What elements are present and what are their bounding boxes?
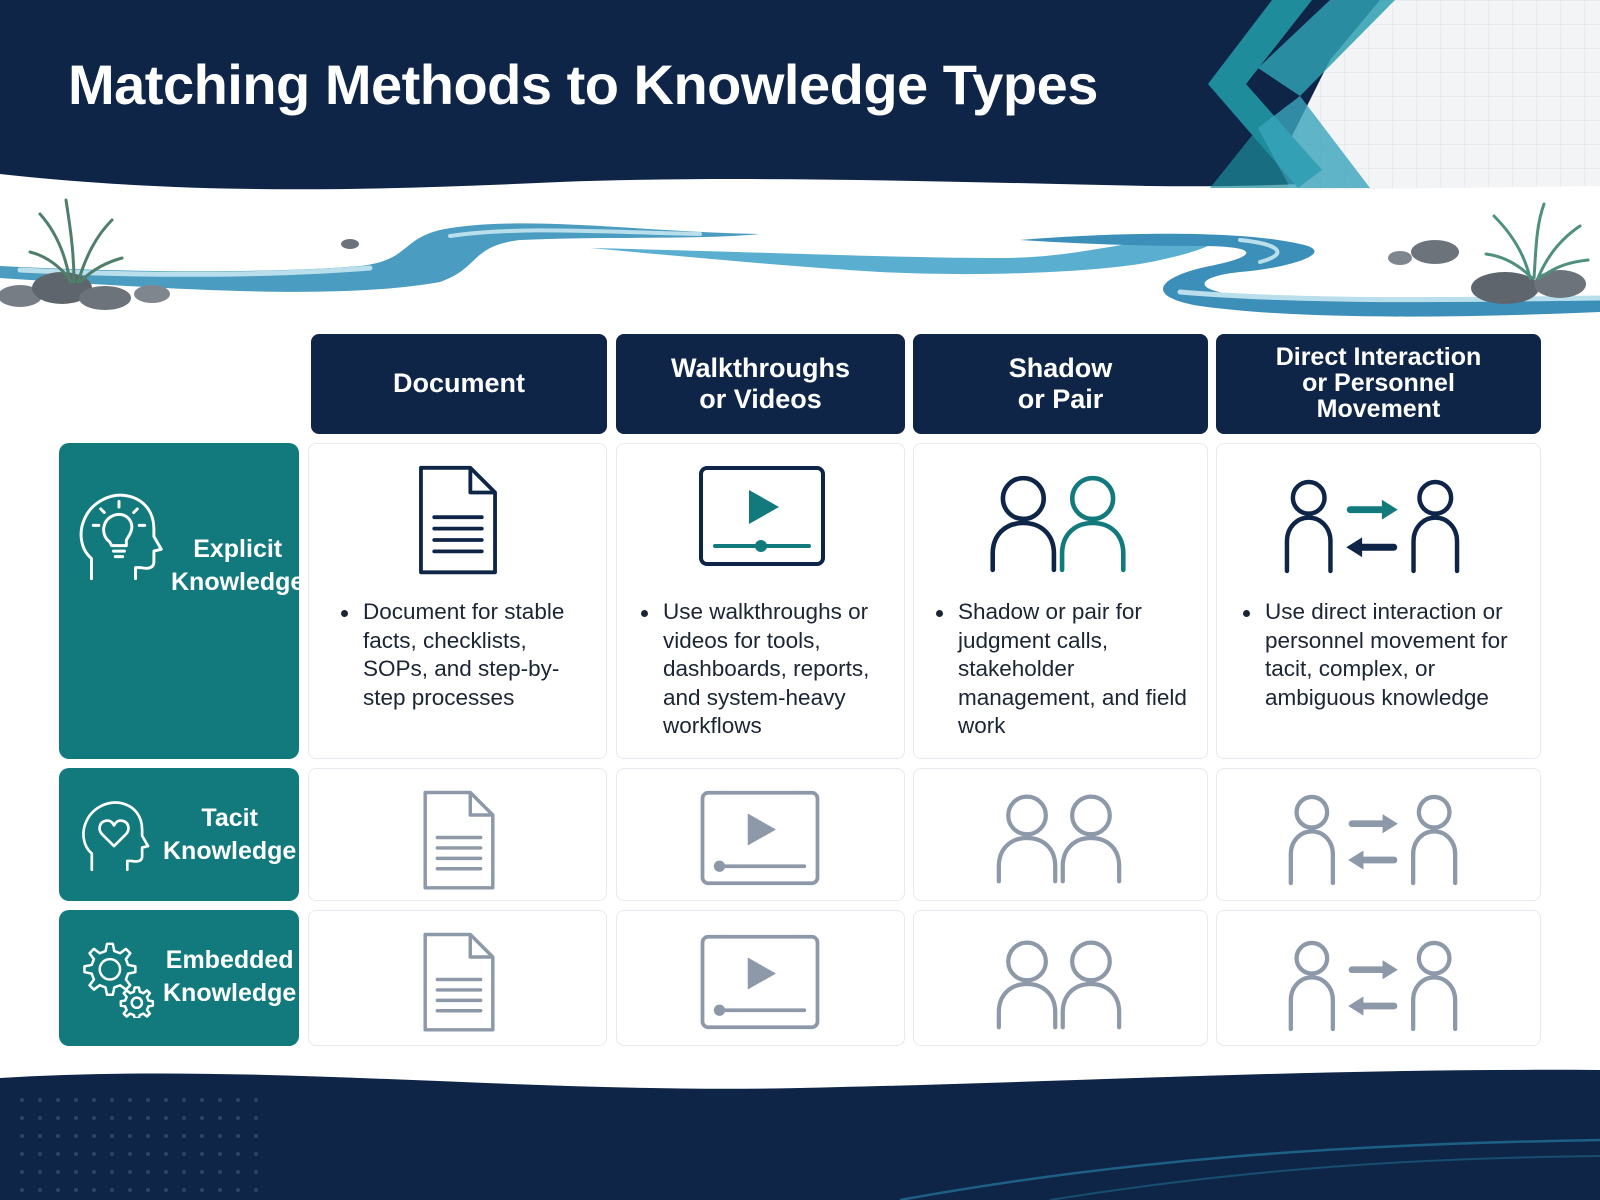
cell-tacit-document	[308, 768, 607, 901]
cell-explicit-direct: Use direct interaction or personnel move…	[1216, 443, 1541, 759]
row-header-explicit-knowledge: Explicit Knowledge	[59, 443, 304, 759]
bullet-shadow: Shadow or pair for judgment calls, stake…	[936, 598, 1198, 741]
page-title: Matching Methods to Knowledge Types	[68, 53, 1098, 116]
column-header-shadow-pair: Shadow or Pair	[913, 334, 1208, 434]
video-player-icon	[700, 934, 820, 1030]
bullet-document: Document for stable facts, checklists, S…	[341, 598, 591, 712]
grass-left	[28, 198, 124, 284]
cell-tacit-shadow	[913, 768, 1208, 901]
people-exchange-icon	[1288, 940, 1458, 1032]
head-lightbulb-icon	[79, 493, 163, 581]
bullet-list-direct: Use direct interaction or personnel move…	[1243, 598, 1533, 712]
document-icon	[419, 465, 497, 575]
gears-icon	[83, 942, 155, 1018]
cell-embedded-walkthroughs	[616, 910, 905, 1046]
grass-right	[1484, 202, 1590, 280]
row-header-tacit-knowledge: Tacit Knowledge	[59, 768, 299, 901]
column-header-document: Document	[311, 334, 607, 434]
two-people-icon	[990, 475, 1126, 573]
cell-explicit-shadow: Shadow or pair for judgment calls, stake…	[913, 443, 1208, 759]
bullet-list-walkthroughs: Use walkthroughs or videos for tools, da…	[641, 598, 896, 741]
bullet-list-shadow: Shadow or pair for judgment calls, stake…	[936, 598, 1198, 741]
rocks-right	[1388, 240, 1586, 304]
row-label-embedded: Embedded Knowledge	[163, 946, 297, 1008]
row-label-explicit: Explicit Knowledge	[171, 535, 305, 597]
header-banner	[0, 0, 1600, 190]
bullet-walkthroughs: Use walkthroughs or videos for tools, da…	[641, 598, 896, 741]
row-label-tacit: Tacit Knowledge	[163, 804, 297, 866]
document-icon	[423, 790, 495, 890]
two-people-icon	[996, 940, 1122, 1030]
column-header-direct-interaction: Direct Interaction or Personnel Movement	[1216, 334, 1541, 434]
document-icon	[423, 932, 495, 1032]
cell-explicit-document: Document for stable facts, checklists, S…	[308, 443, 607, 759]
cell-embedded-shadow	[913, 910, 1208, 1046]
cell-embedded-direct	[1216, 910, 1541, 1046]
river-decoration	[0, 198, 1600, 317]
footer-wave	[0, 1069, 1600, 1200]
cell-tacit-walkthroughs	[616, 768, 905, 901]
two-people-icon	[996, 794, 1122, 884]
cell-embedded-document	[308, 910, 607, 1046]
video-player-icon	[700, 790, 820, 886]
cell-tacit-direct	[1216, 768, 1541, 901]
row-header-embedded-knowledge: Embedded Knowledge	[59, 910, 299, 1046]
people-exchange-icon	[1284, 479, 1460, 574]
bullet-direct: Use direct interaction or personnel move…	[1243, 598, 1533, 712]
cell-explicit-walkthroughs: Use walkthroughs or videos for tools, da…	[616, 443, 905, 759]
column-header-walkthroughs-videos: Walkthroughs or Videos	[616, 334, 905, 434]
bullet-list-document: Document for stable facts, checklists, S…	[341, 598, 591, 712]
head-heart-icon	[82, 801, 150, 872]
people-exchange-icon	[1288, 794, 1458, 886]
rocks-left	[0, 239, 359, 310]
video-player-icon	[699, 466, 825, 566]
